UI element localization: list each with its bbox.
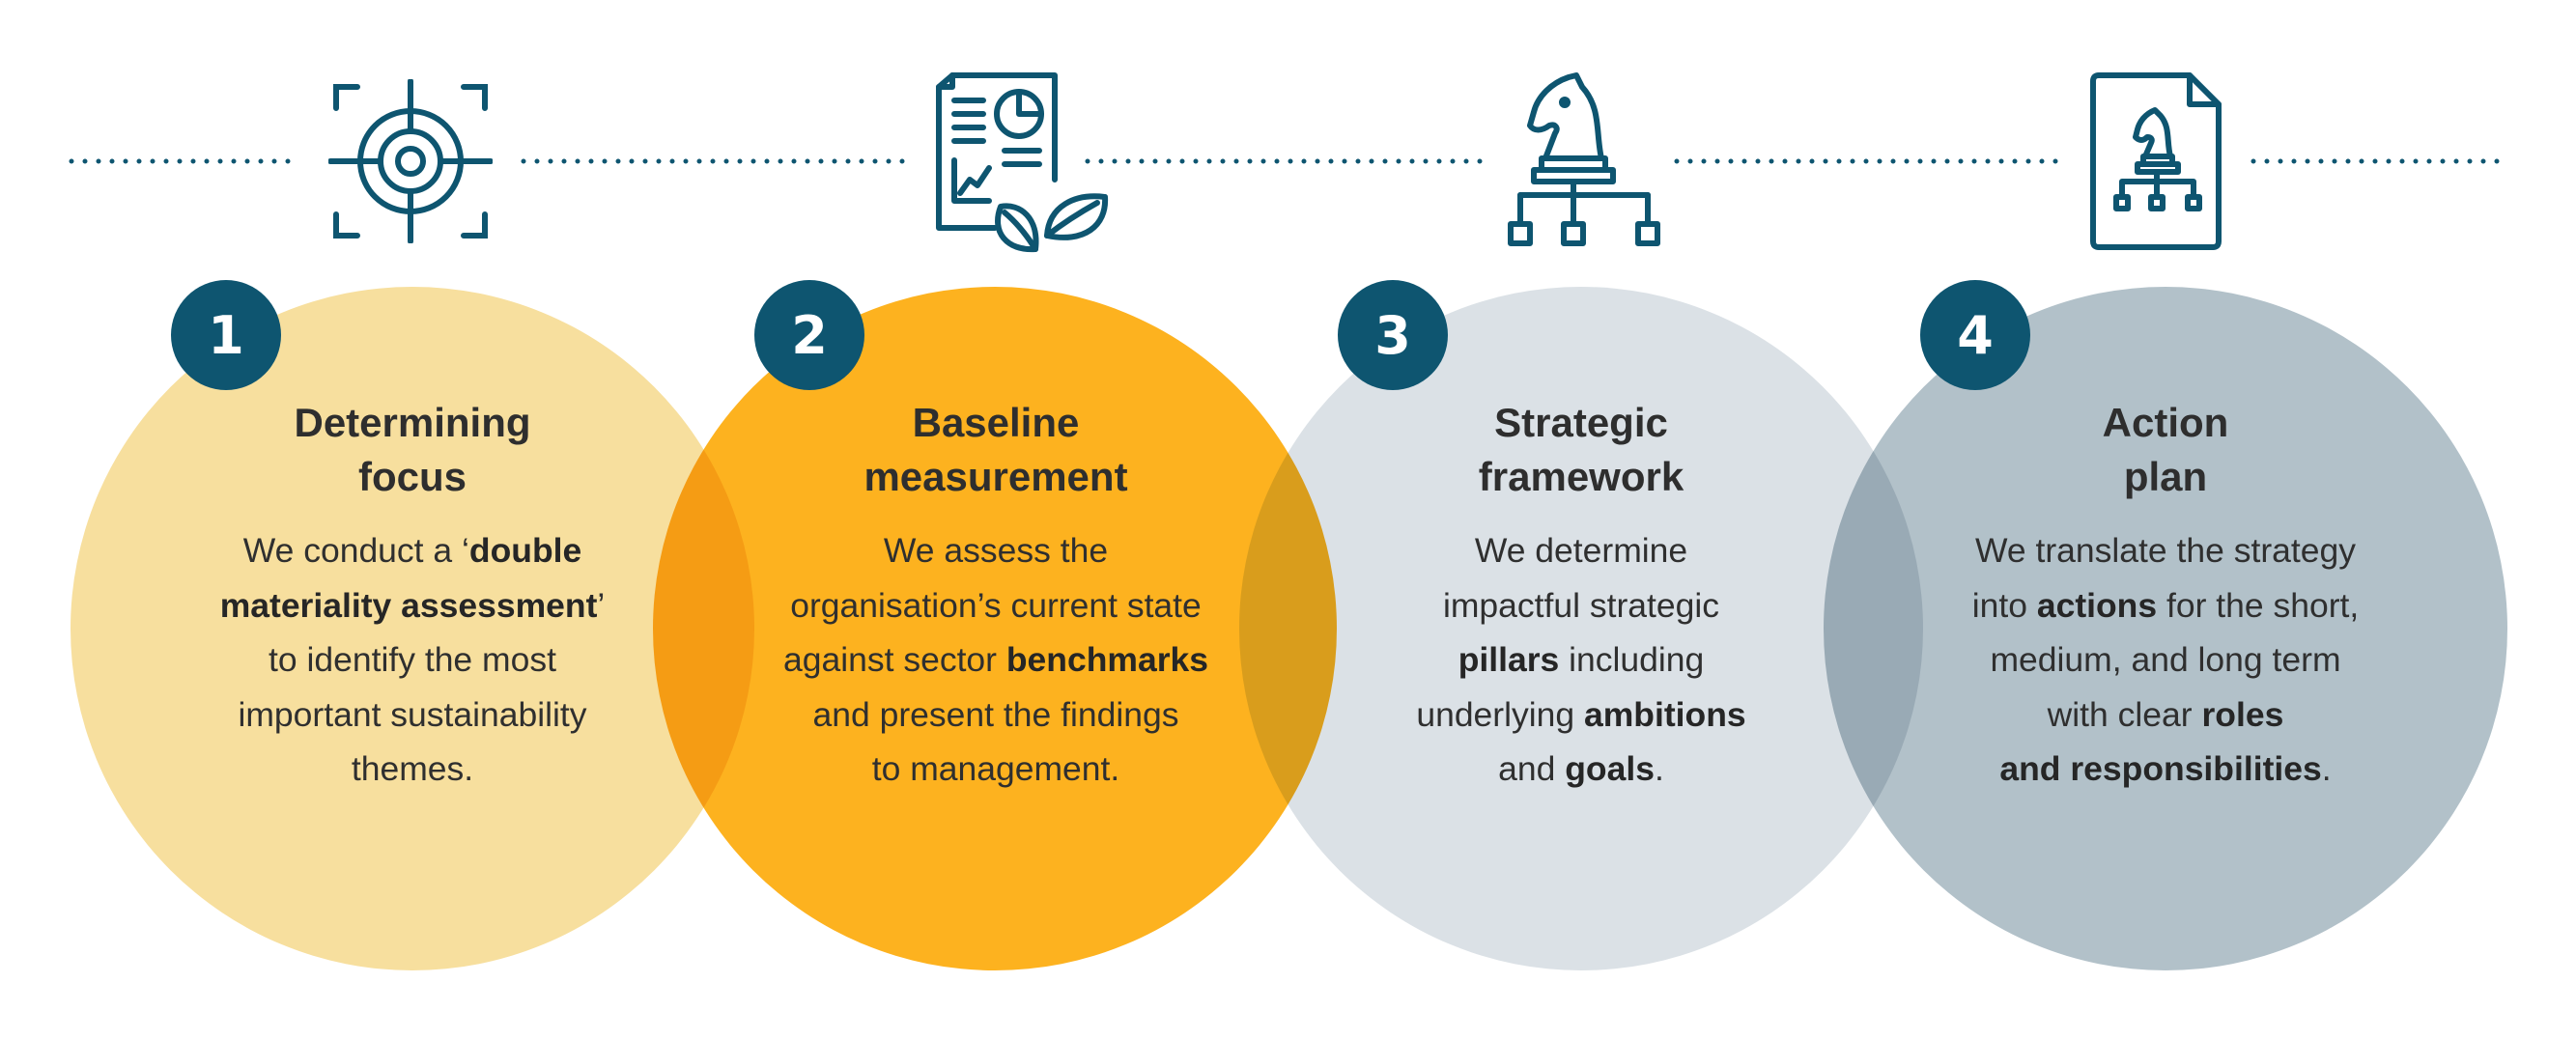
- description-line: impactful strategic: [1311, 578, 1852, 633]
- description-emphasis: actions: [2036, 585, 2158, 625]
- description-line: underlying ambitions: [1311, 688, 1852, 743]
- description-line: We assess the: [725, 523, 1266, 578]
- description-run: We determine: [1474, 531, 1688, 570]
- description-run: underlying: [1416, 694, 1584, 734]
- step-1-number-badge: 1: [171, 280, 281, 390]
- description-line: We conduct a ‘double: [142, 523, 683, 578]
- description-run: ’: [597, 585, 606, 625]
- step-title-line: Action: [2102, 400, 2229, 445]
- description-line: with clear roles: [1895, 688, 2436, 743]
- step-1-circle: [71, 287, 754, 970]
- description-run: against sector: [782, 640, 1006, 679]
- description-line: pillars including: [1311, 632, 1852, 688]
- description-line: We determine: [1311, 523, 1852, 578]
- description-line: materiality assessment’: [142, 578, 683, 633]
- step-title-line: Strategic: [1494, 400, 1668, 445]
- description-line: and responsibilities.: [1895, 742, 2436, 797]
- description-run: medium, and long term: [1990, 640, 2341, 679]
- step-4-text: Action plan We translate the strategy int…: [1895, 396, 2436, 797]
- description-run: to identify the most: [269, 640, 556, 679]
- step-2-title: Baseline measurement: [725, 396, 1266, 504]
- description-run: themes.: [351, 749, 474, 788]
- description-run: We conduct a ‘: [242, 531, 469, 570]
- description-line: against sector benchmarks: [725, 632, 1266, 688]
- description-emphasis: roles: [2201, 694, 2284, 734]
- step-3-circle: [1239, 287, 1923, 970]
- description-line: We translate the strategy: [1895, 523, 2436, 578]
- step-title-line: plan: [2123, 454, 2208, 499]
- description-line: into actions for the short,: [1895, 578, 2436, 633]
- description-line: and present the findings: [725, 688, 1266, 743]
- step-title-line: focus: [357, 454, 467, 499]
- description-run: We translate the strategy: [1975, 531, 2356, 570]
- report-leaf-icon: [936, 72, 1109, 253]
- description-line: organisation’s current state: [725, 578, 1266, 633]
- chess-knight-hierarchy-icon: [1508, 72, 1660, 246]
- step-4-title: Action plan: [1895, 396, 2436, 504]
- description-emphasis: materiality assessment: [219, 585, 598, 625]
- description-run: .: [1654, 749, 1664, 788]
- step-3-description: We determine impactful strategic pillars i…: [1311, 523, 1852, 797]
- description-emphasis: double: [468, 531, 582, 570]
- step-4-circle: [1824, 287, 2507, 970]
- step-title-line: Determining: [294, 400, 531, 445]
- target-icon: [328, 79, 493, 243]
- description-line: themes.: [142, 742, 683, 797]
- description-emphasis: and responsibilities: [1999, 749, 2322, 788]
- description-line: and goals.: [1311, 742, 1852, 797]
- description-run: important sustainability: [238, 694, 587, 734]
- description-run: .: [2321, 749, 2332, 788]
- step-2-text: Baseline measurement We assess the organi…: [725, 396, 1266, 797]
- description-run: organisation’s current state: [790, 585, 1202, 625]
- description-run: for the short,: [2157, 585, 2360, 625]
- description-run: with clear: [2047, 694, 2202, 734]
- step-title-line: framework: [1478, 454, 1684, 499]
- description-run: We assess the: [883, 531, 1109, 570]
- step-title-line: measurement: [863, 454, 1128, 499]
- description-run: impactful strategic: [1442, 585, 1720, 625]
- step-2-circle: [653, 287, 1337, 970]
- description-emphasis: goals: [1565, 749, 1655, 788]
- description-line: medium, and long term: [1895, 632, 2436, 688]
- description-run: and: [1498, 749, 1566, 788]
- step-2-description: We assess the organisation’s current stat…: [725, 523, 1266, 797]
- description-run: including: [1559, 640, 1705, 679]
- step-1-title: Determining focus: [142, 396, 683, 504]
- step-3-text: Strategic framework We determine impactfu…: [1311, 396, 1852, 797]
- description-line: important sustainability: [142, 688, 683, 743]
- step-title-line: Baseline: [912, 400, 1080, 445]
- description-emphasis: pillars: [1458, 640, 1560, 679]
- step-3-title: Strategic framework: [1311, 396, 1852, 504]
- step-2-number-badge: 2: [754, 280, 864, 390]
- description-run: into: [1971, 585, 2037, 625]
- description-run: to management.: [871, 749, 1120, 788]
- description-emphasis: ambitions: [1584, 694, 1746, 734]
- step-4-number-badge: 4: [1920, 280, 2030, 390]
- description-line: to management.: [725, 742, 1266, 797]
- description-line: to identify the most: [142, 632, 683, 688]
- plan-document-icon: [2090, 72, 2222, 250]
- description-emphasis: benchmarks: [1005, 640, 1209, 679]
- description-run: and present the findings: [812, 694, 1179, 734]
- step-4-description: We translate the strategy into actions fo…: [1895, 523, 2436, 797]
- step-3-number-badge: 3: [1338, 280, 1448, 390]
